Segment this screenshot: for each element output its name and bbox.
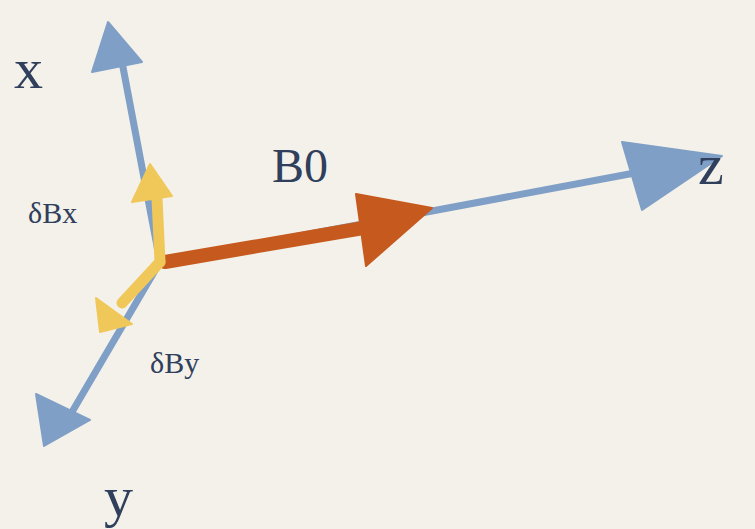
axis-label: y bbox=[104, 468, 133, 526]
axis-label: z bbox=[698, 136, 724, 194]
perturbation-vectors bbox=[96, 164, 172, 332]
axis-label: x bbox=[14, 40, 43, 98]
coordinate-axes bbox=[36, 22, 722, 446]
field-label: B0 bbox=[272, 142, 328, 190]
perturbation-label: δBy bbox=[150, 348, 199, 378]
b0-vector bbox=[165, 194, 432, 266]
perturbation-label: δBx bbox=[28, 198, 77, 228]
